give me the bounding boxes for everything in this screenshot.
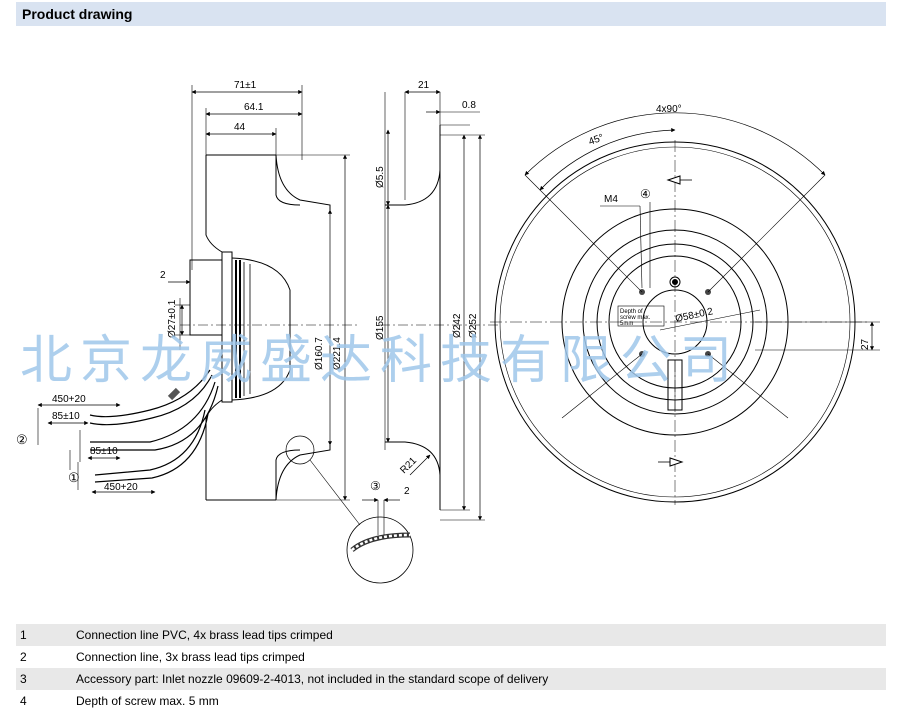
marker-2: ② xyxy=(16,432,28,447)
dim-radius-21: R21 xyxy=(398,455,419,476)
table-row: 3 Accessory part: Inlet nozzle 09609-2-4… xyxy=(16,668,886,690)
dim-width-21: 21 xyxy=(418,80,430,91)
dim-m4: M4 xyxy=(604,194,618,205)
marker-4: ④ xyxy=(640,187,651,201)
watermark-text: 北京龙威盛达科技有限公司 xyxy=(20,331,741,391)
dim-diameter-27: Ø27±0.1 xyxy=(167,299,178,338)
dim-cable-a-length: 450+20 xyxy=(52,394,86,405)
marker-1: ① xyxy=(68,470,80,485)
screw-note-line-3: 5mm xyxy=(620,321,633,327)
note-number: 2 xyxy=(16,646,72,668)
note-text: Accessory part: Inlet nozzle 09609-2-401… xyxy=(72,668,886,690)
table-row: 4 Depth of screw max. 5 mm xyxy=(16,690,886,712)
notes-table: 1 Connection line PVC, 4x brass lead tip… xyxy=(16,624,886,712)
side-view-labels: 71±1 64.1 44 2 Ø27±0.1 Ø160.7 Ø221.4 450… xyxy=(16,80,410,497)
dim-angle-4x90: 4x90° xyxy=(656,104,682,115)
marker-3: ③ xyxy=(370,479,381,493)
dim-diameter-155: Ø155 xyxy=(375,315,386,340)
dim-thickness-08: 0.8 xyxy=(462,100,476,111)
section-view-labels: 21 0.8 Ø5.5 Ø155 Ø242 Ø252 R21 xyxy=(375,80,479,476)
dim-diameter-221: Ø221.4 xyxy=(332,337,343,370)
note-text: Connection line PVC, 4x brass lead tips … xyxy=(72,624,886,646)
dim-width-44: 44 xyxy=(234,122,246,133)
note-text: Connection line, 3x brass lead tips crim… xyxy=(72,646,886,668)
side-view xyxy=(37,85,414,584)
dim-cable-b-length: 450+20 xyxy=(104,482,138,493)
product-drawing: 71±1 64.1 44 2 Ø27±0.1 Ø160.7 Ø221.4 450… xyxy=(16,80,880,584)
dim-diameter-252: Ø252 xyxy=(468,313,479,338)
dim-height-27: 27 xyxy=(860,338,871,350)
dim-diameter-160: Ø160.7 xyxy=(314,337,325,370)
front-view xyxy=(490,112,880,505)
dim-detail-2: 2 xyxy=(404,486,410,497)
dim-offset-2: 2 xyxy=(160,270,166,281)
note-text: Depth of screw max. 5 mm xyxy=(72,690,886,712)
screw-note-line-1: Depth of xyxy=(620,309,643,315)
page-title: Product drawing xyxy=(22,6,133,22)
table-row: 1 Connection line PVC, 4x brass lead tip… xyxy=(16,624,886,646)
table-row: 2 Connection line, 3x brass lead tips cr… xyxy=(16,646,886,668)
dim-overall-width: 71±1 xyxy=(234,80,257,91)
note-number: 4 xyxy=(16,690,72,712)
dim-cable-a-strip: 85±10 xyxy=(52,411,80,422)
note-number: 3 xyxy=(16,668,72,690)
note-number: 1 xyxy=(16,624,72,646)
dim-diameter-5-5: Ø5.5 xyxy=(375,166,386,188)
screw-note-line-2: screw max. xyxy=(620,315,651,321)
dim-cable-b-strip: 85±10 xyxy=(90,446,118,457)
dim-diameter-242: Ø242 xyxy=(452,313,463,338)
dim-width-64: 64.1 xyxy=(244,102,264,113)
section-view xyxy=(380,89,500,521)
dim-angle-45: 45° xyxy=(587,132,605,148)
header-bar: Product drawing xyxy=(16,2,886,26)
